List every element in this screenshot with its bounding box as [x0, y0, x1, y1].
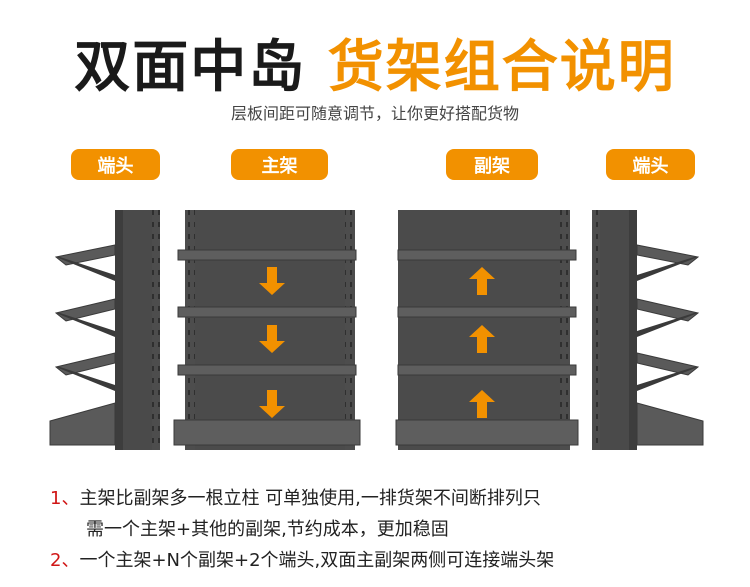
label-end-left: 端头: [71, 149, 160, 180]
title-part-1: 双面中岛: [74, 35, 307, 100]
note-1-line-2: 需一个主架+其他的副架,节约成本，更加稳固: [86, 519, 449, 540]
title-part-2: 货架组合说明: [327, 35, 676, 100]
end-cap-left: [49, 210, 160, 450]
end-cap-right: [592, 210, 704, 450]
arrow-down-icon: [259, 267, 285, 418]
shelf-illustrations: [49, 210, 704, 450]
note-1-text: 主架比副架多一根立柱 可单独使用,一排货架不间断排列只: [79, 488, 541, 509]
note-1-number: 1、: [50, 488, 80, 509]
page-title: 双面中岛 货架组合说明: [0, 22, 750, 103]
label-end-right: 端头: [606, 149, 695, 180]
note-2-text: 一个主架+N个副架+2个端头,双面主副架两侧可连接端头架: [79, 550, 555, 571]
arrow-up-icon: [469, 267, 495, 418]
label-sub-shelf: 副架: [446, 149, 538, 180]
main-shelf: [173, 210, 361, 450]
note-2: 2、一个主架+N个副架+2个端头,双面主副架两侧可连接端头架: [50, 546, 554, 572]
sub-shelf: [395, 210, 579, 450]
note-2-number: 2、: [50, 550, 80, 571]
page-subtitle: 层板间距可随意调节，让你更好搭配货物: [230, 104, 519, 123]
note-1-line-1: 1、主架比副架多一根立柱 可单独使用,一排货架不间断排列只: [50, 484, 541, 510]
label-main-shelf: 主架: [231, 149, 328, 180]
